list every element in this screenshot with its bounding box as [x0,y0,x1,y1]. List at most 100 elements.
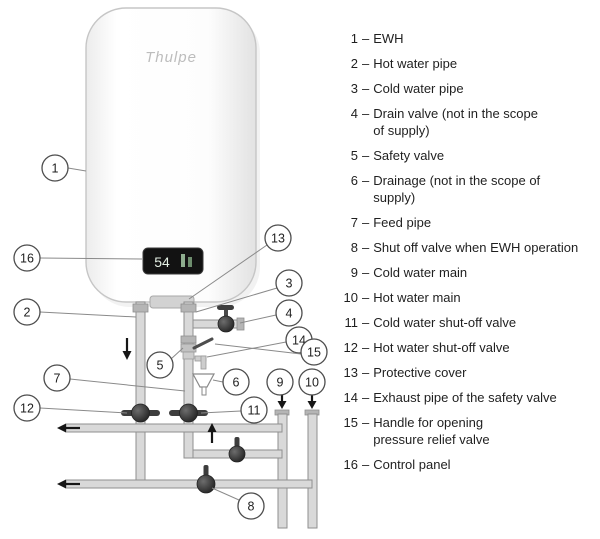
display-bezel [142,247,204,275]
installation-diagram: Thulpe 54 [13,7,328,529]
legend-item-number: 10 [343,290,358,305]
legend-item-7: 7–Feed pipe [341,214,600,231]
svg-text:13: 13 [271,231,285,245]
callout-1: 1 [41,154,87,182]
svg-text:3: 3 [286,276,293,290]
legend-separator: – [362,148,370,163]
svg-text:4: 4 [286,306,293,320]
callout-7: 7 [43,364,186,392]
legend-separator: – [362,240,370,255]
legend-item-number: 5 [350,148,358,163]
legend-item-number: 11 [344,315,359,330]
drain-valve [217,305,235,333]
legend-item-text: Hot water main [373,290,461,305]
drainage-funnel [191,373,216,396]
callout-8: 8 [211,487,265,520]
callout-6: 6 [212,368,250,396]
legend-item-5: 5–Safety valve [341,147,600,164]
legend-item-text: EWH [373,31,404,46]
pipe-coupling [132,303,149,313]
connector-valve [228,437,246,463]
legend-item-6: 6–Drainage (not in the scope of supply) [341,172,600,206]
legend-item-text: Cold water shut-off valve [373,315,517,330]
callouts: 1 16 2 13 3 4 14 [13,154,328,520]
lower-supply-pipe [65,479,313,489]
legend-item-number: 3 [350,81,358,96]
flow-arrow-down-hot [122,338,132,360]
legend-item-text: Drainage (not in the scope of supply) [373,173,541,205]
svg-text:6: 6 [233,375,240,389]
callout-3: 3 [195,269,303,313]
hot-water-main-pipe [307,413,318,529]
flow-arrow-left-upper [57,423,80,433]
legend-separator: – [362,265,370,280]
legend-separator: – [362,56,370,71]
legend-separator: – [362,31,370,46]
legend-item-2: 2–Hot water pipe [341,55,600,72]
callout-5: 5 [146,347,184,379]
display-icon [181,254,185,267]
legend-item-text: Safety valve [373,148,445,163]
callout-13: 13 [188,224,292,300]
legend-item-number: 2 [350,56,358,71]
legend-item-number: 16 [343,457,358,472]
callout-2: 2 [13,298,137,326]
legend-separator: – [362,215,370,230]
legend-item-text: Feed pipe [373,215,432,230]
svg-text:15: 15 [307,345,321,359]
hot-water-pipe [135,301,146,489]
svg-text:10: 10 [305,375,319,389]
cold-water-pipe [183,301,194,459]
legend-separator: – [362,315,370,330]
legend-item-14: 14–Exhaust pipe of the safety valve [341,389,600,406]
svg-text:1: 1 [52,161,59,175]
legend-item-15: 15–Handle for opening pressure relief va… [341,414,600,448]
control-panel-display: 54 [142,247,204,275]
legend-separator: – [362,290,370,305]
legend-item-number: 9 [350,265,358,280]
legend-item-number: 15 [343,415,358,430]
legend-item-number: 7 [350,215,358,230]
legend-item-9: 9–Cold water main [341,264,600,281]
legend-item-text: Protective cover [373,365,467,380]
svg-text:2: 2 [24,305,31,319]
svg-text:5: 5 [157,358,164,372]
legend-item-number: 1 [350,31,358,46]
legend-item-text: Exhaust pipe of the safety valve [373,390,557,405]
legend-item-8: 8–Shut off valve when EWH operation [341,239,600,256]
legend-item-text: Control panel [373,457,451,472]
water-heater: Thulpe 54 [85,7,260,309]
pipe-coupling [180,303,197,313]
legend: 1–EWH 2–Hot water pipe 3–Cold water pipe… [341,30,600,481]
legend-item-text: Handle for opening pressure relief valve [373,415,490,447]
callout-12: 12 [13,394,128,422]
flow-arrow-up-feed [207,423,217,443]
svg-text:11: 11 [248,403,261,417]
legend-item-number: 4 [350,106,358,121]
display-temperature: 54 [154,254,170,270]
legend-separator: – [362,106,370,121]
cold-water-main-pipe [277,413,288,529]
legend-item-text: Shut off valve when EWH operation [373,240,579,255]
legend-item-text: Cold water pipe [373,81,464,96]
piping [65,301,320,529]
cold-water-shutoff-valve [169,403,208,423]
legend-separator: – [362,390,370,405]
flow-arrow-left-lower [57,479,80,489]
svg-text:16: 16 [20,251,34,265]
diagram-svg: Thulpe 54 [13,7,328,529]
legend-separator: – [362,340,370,355]
legend-item-text: Hot water pipe [373,56,458,71]
legend-item-13: 13–Protective cover [341,364,600,381]
legend-item-text: Hot water shut-off valve [373,340,510,355]
svg-text:9: 9 [277,375,284,389]
shutoff-valve-ewh [196,465,216,494]
svg-text:8: 8 [248,499,255,513]
svg-text:12: 12 [20,401,34,415]
legend-item-3: 3–Cold water pipe [341,80,600,97]
legend-item-16: 16–Control panel [341,456,600,473]
legend-item-number: 14 [343,390,358,405]
legend-item-1: 1–EWH [341,30,600,47]
exhaust-pipe [194,355,207,370]
svg-text:7: 7 [54,371,61,385]
